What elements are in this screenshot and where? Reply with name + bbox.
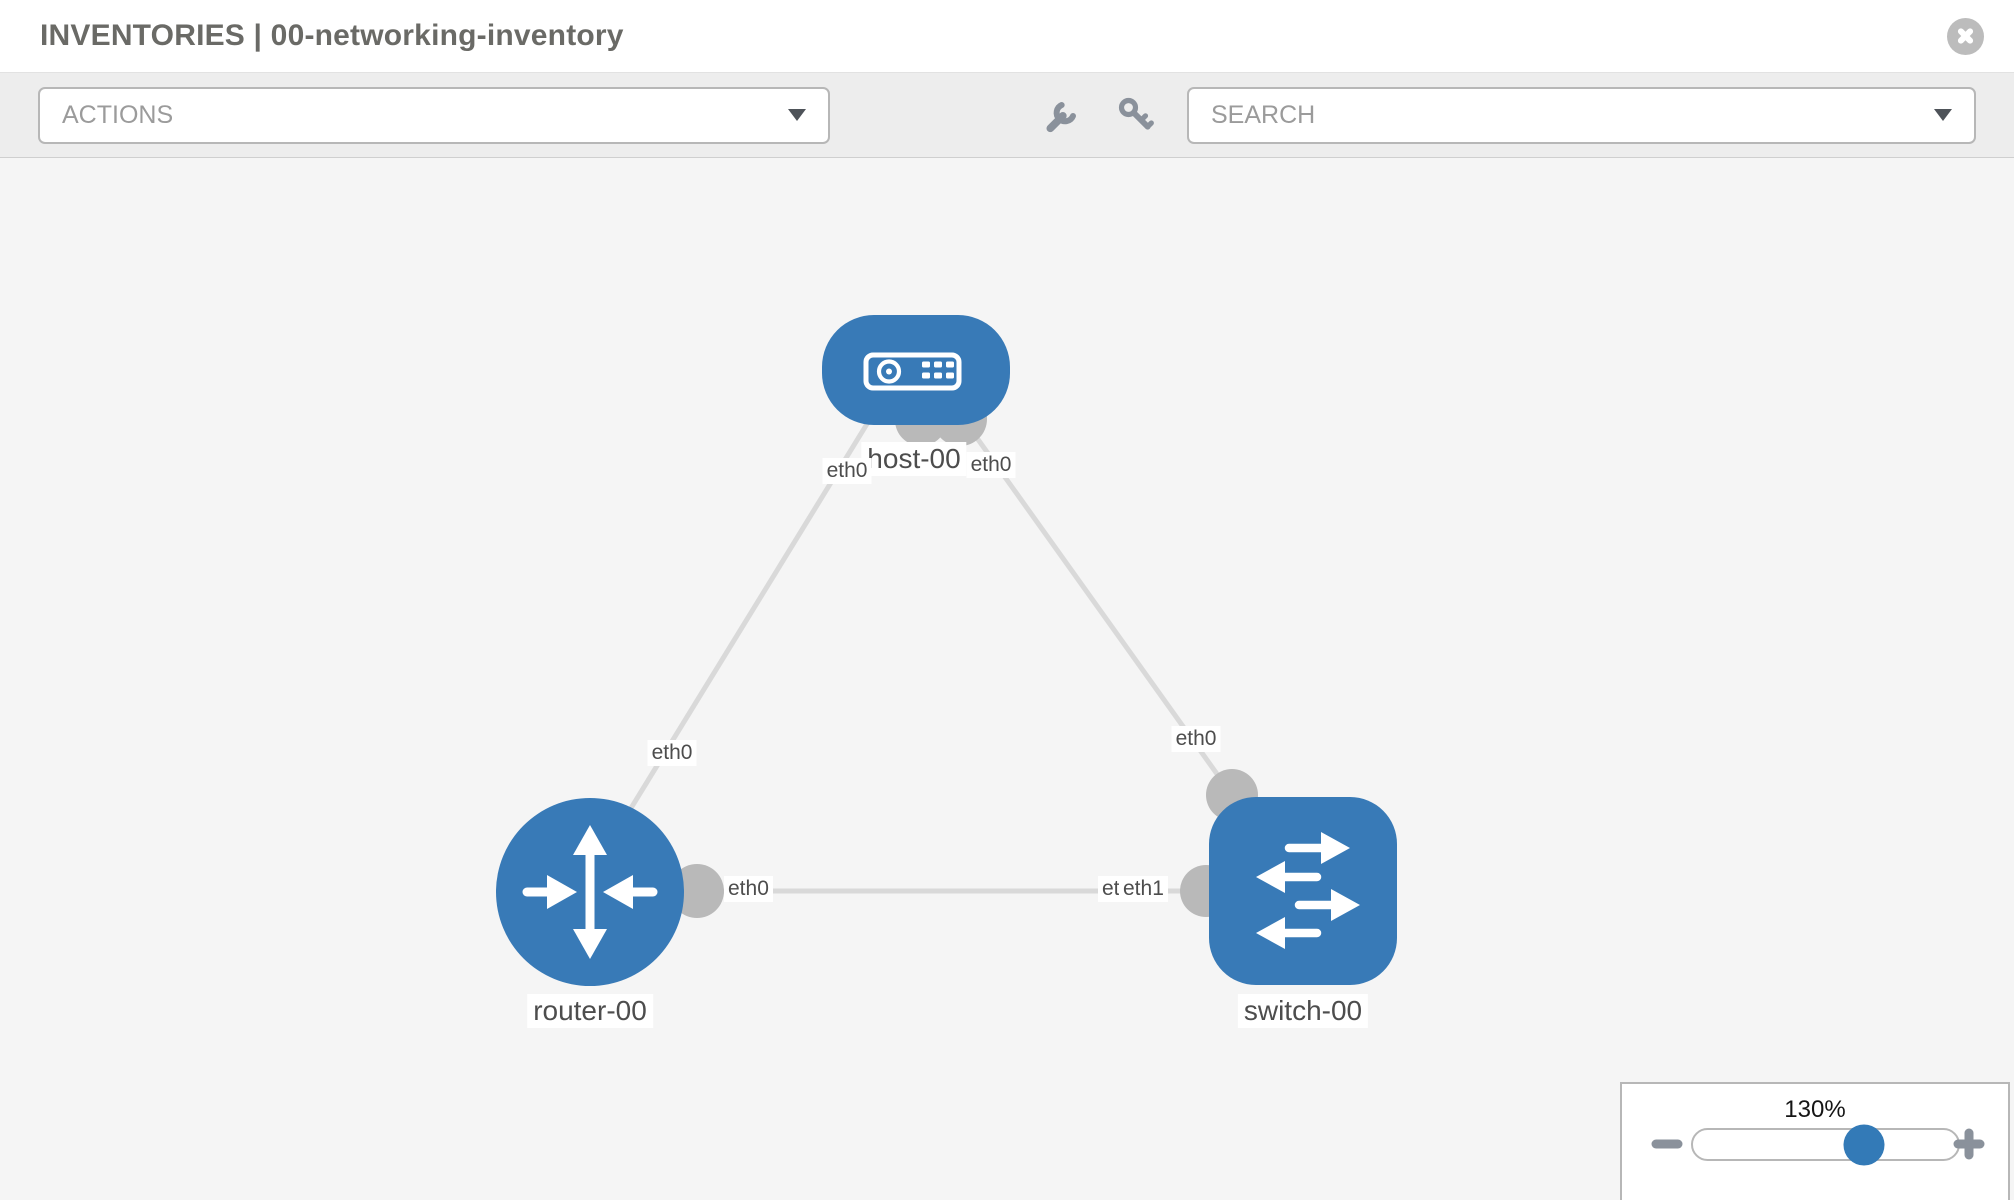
interface-label-router-to-host: eth0 — [647, 740, 697, 767]
node-label-host: host-00 — [861, 442, 967, 477]
topology-canvas[interactable]: host-00 router-00 switch-00 eth0 eth0 et… — [0, 158, 2014, 1200]
interface-dot-router — [670, 864, 724, 918]
zoom-level-value: 130% — [1784, 1096, 1846, 1123]
header: INVENTORIES | 00-networking-inventory — [0, 0, 2014, 72]
zoom-slider[interactable] — [1691, 1124, 1960, 1165]
zoom-out-icon[interactable] — [1650, 1127, 1684, 1161]
actions-dropdown[interactable]: ACTIONS — [38, 86, 830, 144]
zoom-slider-thumb[interactable] — [1843, 1124, 1885, 1165]
toolbar: ACTIONS SEARCH — [0, 72, 2014, 158]
switch-icon — [1256, 832, 1360, 949]
node-host[interactable] — [822, 315, 1010, 425]
search-dropdown[interactable]: SEARCH — [1186, 86, 1976, 144]
actions-dropdown-label: ACTIONS — [62, 100, 174, 129]
topology-diagram — [496, 315, 1397, 986]
interface-label-switch-to-router: eth1 — [1119, 876, 1168, 903]
interface-label-host-right: eth0 — [966, 452, 1016, 479]
caret-down-icon — [1934, 109, 1952, 121]
interface-label-router-to-switch: eth0 — [724, 876, 773, 903]
page-title: INVENTORIES | 00-networking-inventory — [40, 19, 624, 52]
interface-label-host-left: eth0 — [822, 458, 872, 485]
close-icon[interactable] — [1947, 17, 1984, 55]
zoom-panel: 130% — [1620, 1082, 2010, 1200]
node-label-router: router-00 — [527, 994, 653, 1029]
caret-down-icon — [787, 109, 806, 121]
host-icon — [863, 352, 962, 391]
wrench-icon[interactable] — [1042, 95, 1082, 135]
router-icon — [522, 825, 658, 959]
interface-label-switch-to-host: eth0 — [1171, 726, 1221, 753]
node-label-switch: switch-00 — [1237, 994, 1369, 1029]
search-dropdown-label: SEARCH — [1210, 100, 1316, 129]
key-icon[interactable] — [1116, 95, 1156, 135]
toolbar-icon-group — [1042, 95, 1156, 135]
node-switch[interactable] — [1209, 797, 1397, 985]
node-router[interactable] — [496, 798, 684, 986]
zoom-in-icon[interactable] — [1952, 1127, 1986, 1161]
